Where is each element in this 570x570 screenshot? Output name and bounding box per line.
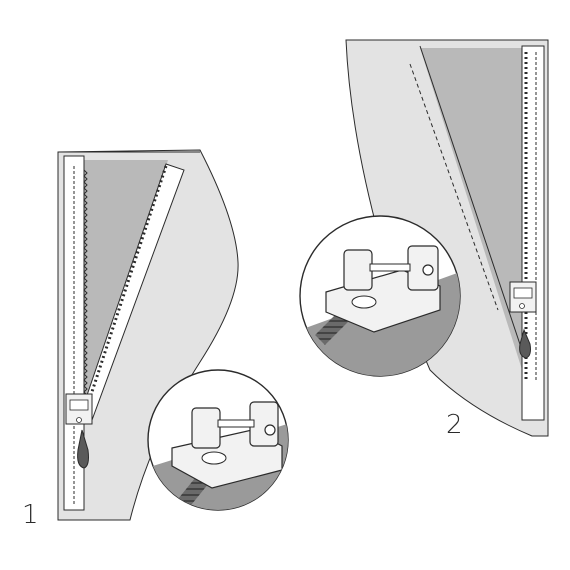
step-number-2: 2 (446, 410, 463, 440)
zipper-pull-1 (77, 429, 89, 469)
panel-2 (299, 39, 549, 437)
fabric-underside-2 (420, 48, 524, 376)
zipper-teeth-right-1 (86, 165, 168, 405)
zipper-pull-2 (519, 328, 531, 359)
zipper-foot-2 (509, 281, 537, 313)
zipper-foot-1 (65, 393, 93, 425)
panel-1 (57, 149, 289, 521)
step-number-1: 1 (22, 500, 39, 530)
zipper-teeth-left-1 (83, 169, 88, 399)
detail-circle-1 (147, 369, 289, 511)
detail-circle-2 (299, 215, 461, 377)
